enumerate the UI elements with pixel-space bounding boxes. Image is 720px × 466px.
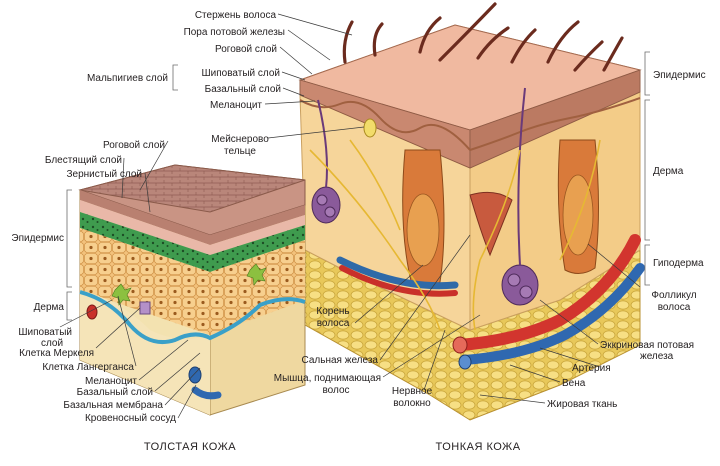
label-merkel-cell: Клетка Меркеля — [19, 348, 94, 359]
label-malpighian-layer: Мальпигиев слой — [87, 73, 168, 84]
label-langerhans-cell: Клетка Лангерганса — [42, 362, 134, 373]
label-thick-basale: Базальный слой — [77, 387, 153, 398]
label-hypodermis: Гиподерма — [653, 258, 704, 269]
label-nerve-1: Нервное — [392, 386, 433, 397]
brackets — [66, 51, 650, 321]
basement-membrane-wave — [79, 290, 306, 345]
label-melanocyte: Меланоцит — [210, 100, 262, 111]
label-follicle-2: волоса — [658, 302, 691, 313]
label-blood-vessel: Кровеносный сосуд — [85, 413, 176, 424]
label-thick-epidermis: Эпидермис — [11, 233, 64, 244]
label-follicle-1: Фолликул — [651, 290, 696, 301]
label-artery: Артерия — [572, 363, 611, 374]
label-hair-root-2: волоса — [317, 318, 350, 329]
label-arrector-2: волос — [322, 385, 349, 396]
thick-skin-block — [78, 164, 306, 416]
label-spinous-1: Шиповатый — [18, 327, 72, 338]
label-meissner-1: Мейснерово — [211, 134, 269, 145]
label-thick-granulosum: Зернистый слой — [67, 169, 143, 180]
caption-thin-skin: ТОНКАЯ КОЖА — [435, 441, 520, 453]
thick-vessel-red — [86, 304, 98, 320]
label-thick-melanocyte: Меланоцит — [85, 376, 137, 387]
thick-vessel-blue — [191, 386, 222, 400]
label-adipose: Жировая ткань — [547, 399, 617, 410]
label-eccrine-1: Эккриновая потовая — [600, 340, 694, 351]
label-dermis-thin: Дерма — [653, 166, 684, 177]
leader-lines — [59, 13, 641, 419]
label-sweat-pore: Пора потовой железы — [184, 27, 285, 38]
label-epidermis-thin: Эпидермис — [653, 70, 706, 81]
label-stratum-basale: Базальный слой — [205, 84, 281, 95]
hair-shafts — [342, 2, 624, 72]
label-hair-root-1: Корень — [316, 306, 349, 317]
label-stratum-corneum: Роговой слой — [215, 44, 277, 55]
labels: Стержень волоса Пора потовой железы Рого… — [11, 10, 705, 453]
label-hair-shaft: Стержень волоса — [195, 10, 277, 21]
label-thick-dermis: Дерма — [34, 302, 65, 313]
vein-vessel — [460, 263, 645, 365]
meissner-corpuscle — [363, 118, 377, 138]
label-stratum-spinosum: Шиповатый слой — [202, 68, 281, 79]
merkel-cell-shape — [139, 301, 151, 315]
label-vein: Вена — [562, 378, 586, 389]
caption-thick-skin: ТОЛСТАЯ КОЖА — [144, 441, 236, 453]
label-meissner-2: тельце — [224, 146, 256, 157]
label-arrector-1: Мышца, поднимающая — [274, 373, 381, 384]
hair-follicles — [402, 139, 599, 288]
langerhans-cells — [111, 263, 267, 306]
label-spinous-2: слой — [41, 338, 63, 349]
label-nerve-2: волокно — [393, 398, 431, 409]
label-eccrine-2: железа — [640, 351, 674, 362]
nerve-fibers — [309, 139, 601, 331]
label-basement-membrane: Базальная мембрана — [63, 399, 163, 411]
label-thick-lucidum: Блестящий слой — [45, 155, 122, 166]
thin-skin-block — [298, 2, 645, 421]
label-sebaceous-gland: Сальная железа — [302, 355, 379, 366]
label-thick-corneum: Роговой слой — [103, 140, 165, 151]
sweat-glands — [311, 87, 539, 306]
